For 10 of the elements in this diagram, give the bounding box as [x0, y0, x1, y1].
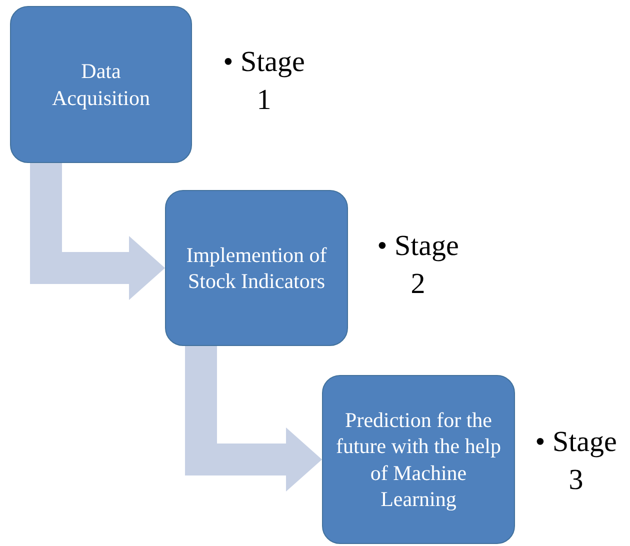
box-label: Prediction for the future with the help of Machine Learning — [334, 407, 502, 512]
stage-label: • Stage 2 — [376, 229, 460, 302]
bent-arrow — [185, 346, 322, 492]
box-label: Implemention of Stock Indicators — [186, 242, 327, 294]
process-box — [10, 6, 192, 163]
process-box — [165, 190, 348, 346]
stage-label: • Stage 1 — [222, 45, 306, 118]
stage-label: • Stage 3 — [534, 425, 618, 498]
process-box — [322, 375, 515, 544]
box-label: Data Acquisition — [51, 58, 151, 111]
